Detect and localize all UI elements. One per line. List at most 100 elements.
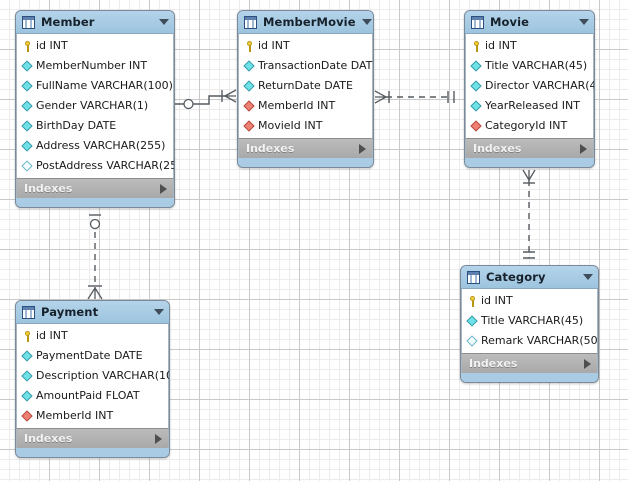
indexes-bar[interactable]: Indexes — [238, 138, 373, 158]
indexes-label: Indexes — [469, 357, 518, 370]
diamond-filled-icon — [22, 61, 33, 72]
table-icon — [22, 15, 35, 29]
column-row[interactable]: id INT — [17, 36, 173, 56]
diamond-outline-icon — [467, 336, 478, 347]
indexes-label: Indexes — [24, 432, 73, 445]
table-header[interactable]: MemberMovie — [238, 11, 373, 34]
column-row[interactable]: ReturnDate DATE — [239, 76, 372, 96]
diamond-red-icon — [22, 411, 33, 422]
indexes-bar[interactable]: Indexes — [465, 138, 594, 158]
column-row[interactable]: PostAddress VARCHAR(255) — [17, 156, 174, 176]
table-icon — [467, 270, 480, 284]
relationship-member-membermovie — [175, 89, 237, 110]
diamond-filled-icon — [22, 351, 33, 362]
column-list: id INT MemberNumber INT FullName VARCHAR(1… — [16, 34, 174, 178]
table-header[interactable]: Category — [461, 266, 598, 289]
diamond-red-icon — [471, 121, 482, 132]
column-row[interactable]: MemberId INT — [239, 96, 372, 116]
indexes-bar[interactable]: Indexes — [461, 353, 598, 373]
column-row[interactable]: Title VARCHAR(45) — [462, 311, 597, 331]
chevron-down-icon[interactable] — [583, 274, 593, 280]
triangle-right-icon[interactable] — [155, 433, 162, 444]
column-row[interactable]: FullName VARCHAR(100) — [17, 76, 173, 96]
table-header[interactable]: Payment — [16, 301, 169, 324]
column-row[interactable]: CategoryId INT — [466, 116, 593, 136]
triangle-right-icon[interactable] — [580, 143, 587, 154]
column-row[interactable]: YearReleased INT — [466, 96, 593, 116]
column-list: id INT Title VARCHAR(45) Remark VARCHAR(50… — [461, 289, 598, 353]
column-label: Description VARCHAR(100) — [36, 369, 170, 382]
column-label: Director VARCHAR(45) — [485, 79, 594, 92]
table-name: Category — [486, 270, 546, 284]
column-row[interactable]: Description VARCHAR(100) — [17, 366, 170, 386]
table-footer — [16, 198, 174, 207]
diamond-red-icon — [244, 101, 255, 112]
key-icon — [22, 330, 33, 342]
table-category[interactable]: Category id INT Title VARCHAR(45) Remark VA… — [460, 265, 599, 383]
diamond-filled-icon — [22, 81, 33, 92]
table-icon — [471, 15, 484, 29]
column-row[interactable]: TransactionDate DATE — [239, 56, 374, 76]
key-icon — [467, 295, 478, 307]
diamond-red-icon — [244, 121, 255, 132]
chevron-down-icon[interactable] — [159, 19, 169, 25]
chevron-down-icon[interactable] — [361, 19, 372, 25]
table-footer — [16, 448, 169, 457]
diamond-filled-icon — [244, 61, 255, 72]
column-label: MemberId INT — [258, 99, 336, 112]
triangle-right-icon[interactable] — [359, 143, 366, 154]
indexes-bar[interactable]: Indexes — [16, 178, 174, 198]
table-membermovie[interactable]: MemberMovie id INT TransactionDate DATE Ret… — [237, 10, 374, 168]
column-row[interactable]: Address VARCHAR(255) — [17, 136, 173, 156]
table-member[interactable]: Member id INT MemberNumber INT FullName VAR… — [15, 10, 175, 208]
column-label: BirthDay DATE — [36, 119, 117, 132]
column-row[interactable]: MemberId INT — [17, 406, 168, 426]
column-label: Address VARCHAR(255) — [36, 139, 166, 152]
column-row[interactable]: id INT — [462, 291, 597, 311]
indexes-bar[interactable]: Indexes — [16, 428, 169, 448]
diamond-outline-icon — [22, 161, 33, 172]
table-name: Payment — [41, 305, 99, 319]
table-icon — [22, 305, 35, 319]
chevron-down-icon[interactable] — [154, 309, 164, 315]
diamond-filled-icon — [244, 81, 255, 92]
table-header[interactable]: Movie — [465, 11, 594, 34]
column-row[interactable]: Title VARCHAR(45) — [466, 56, 593, 76]
column-row[interactable]: PaymentDate DATE — [17, 346, 168, 366]
column-label: TransactionDate DATE — [258, 59, 374, 72]
column-label: id INT — [258, 39, 290, 52]
triangle-right-icon[interactable] — [160, 183, 167, 194]
column-label: MemberNumber INT — [36, 59, 148, 72]
table-footer — [465, 158, 594, 167]
table-footer — [461, 373, 598, 382]
column-row[interactable]: Remark VARCHAR(500) — [462, 331, 598, 351]
relationship-movie-category — [522, 169, 536, 259]
column-row[interactable]: Gender VARCHAR(1) — [17, 96, 173, 116]
table-icon — [244, 15, 257, 29]
column-row[interactable]: MovieId INT — [239, 116, 372, 136]
table-header[interactable]: Member — [16, 11, 174, 34]
column-label: id INT — [36, 39, 68, 52]
table-footer — [238, 158, 373, 167]
column-row[interactable]: id INT — [466, 36, 593, 56]
column-label: Gender VARCHAR(1) — [36, 99, 149, 112]
column-label: Title VARCHAR(45) — [481, 314, 584, 327]
table-name: MemberMovie — [263, 15, 356, 29]
column-row[interactable]: Director VARCHAR(45) — [466, 76, 594, 96]
triangle-right-icon[interactable] — [584, 358, 591, 369]
indexes-label: Indexes — [473, 142, 522, 155]
column-row[interactable]: id INT — [17, 326, 168, 346]
column-row[interactable]: id INT — [239, 36, 372, 56]
column-row[interactable]: BirthDay DATE — [17, 116, 173, 136]
column-row[interactable]: MemberNumber INT — [17, 56, 173, 76]
column-list: id INT TransactionDate DATE ReturnDate DAT… — [238, 34, 373, 138]
diamond-filled-icon — [22, 121, 33, 132]
chevron-down-icon[interactable] — [579, 19, 589, 25]
key-icon — [471, 40, 482, 52]
column-row[interactable]: AmountPaid FLOAT — [17, 386, 168, 406]
